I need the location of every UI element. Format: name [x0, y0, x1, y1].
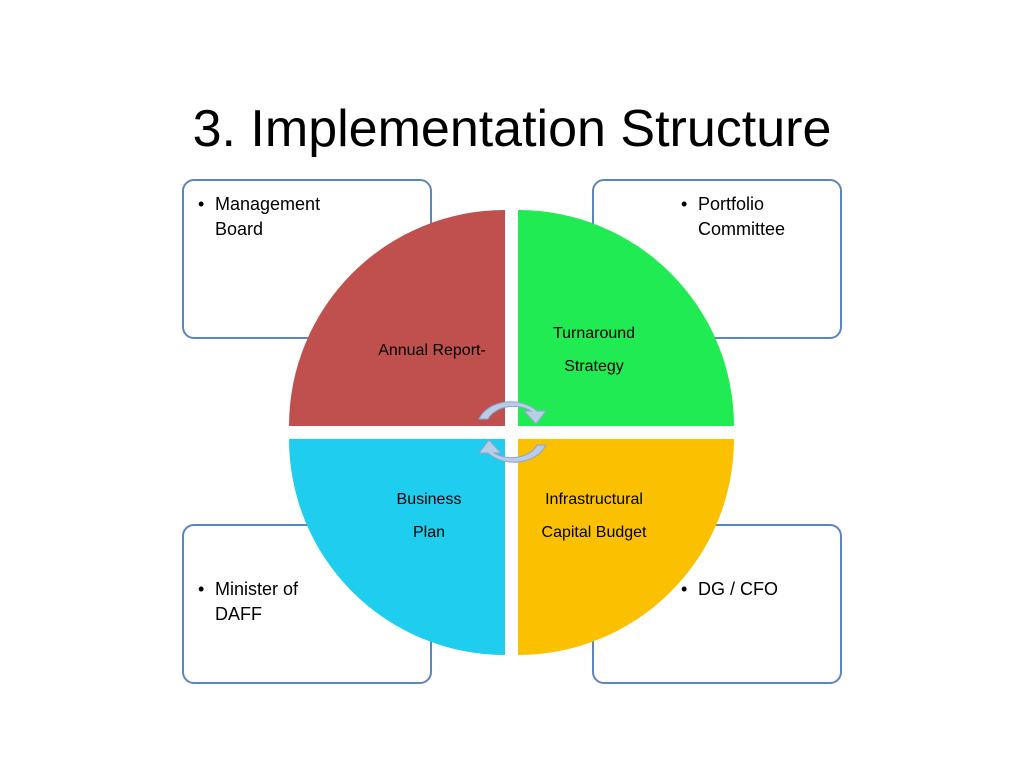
bullet-text: Minister of DAFF — [215, 579, 299, 624]
label-line: Annual Report- — [378, 342, 486, 359]
bullet-management-board: • Management Board — [198, 192, 363, 242]
bullet-text: DG / CFO — [698, 579, 778, 599]
label-line: Infrastructural — [545, 491, 643, 508]
bullet-icon: • — [198, 579, 205, 599]
upper-cycle-arrow-icon — [478, 401, 548, 425]
bullet-icon: • — [198, 194, 205, 214]
label-infrastructural-capital-budget: Infrastructural Capital Budget — [514, 483, 674, 549]
slide-title: 3. Implementation Structure — [192, 99, 832, 158]
bullet-dg-cfo: • DG / CFO — [681, 577, 831, 602]
bullet-icon: • — [681, 194, 688, 214]
bullet-portfolio-committee: • Portfolio Committee — [681, 192, 831, 242]
label-line: Turnaround — [552, 325, 636, 342]
bullet-minister-of-daff: • Minister of DAFF — [198, 577, 338, 627]
quadrant-turnaround-strategy — [518, 210, 734, 426]
label-turnaround-strategy: Turnaround Strategy — [524, 317, 664, 383]
label-line: Plan — [412, 524, 446, 541]
quadrant-infrastructural-capital-budget — [518, 439, 734, 655]
bullet-text: Management Board — [215, 194, 321, 239]
bullet-text: Portfolio Committee — [698, 194, 786, 239]
label-annual-report: Annual Report- — [352, 334, 512, 367]
label-line: Business — [396, 491, 462, 508]
bullet-icon: • — [681, 579, 688, 599]
quadrant-annual-report — [289, 210, 505, 426]
lower-cycle-arrow-icon — [477, 439, 547, 463]
label-line: Strategy — [564, 358, 624, 375]
quadrant-business-plan — [289, 439, 505, 655]
label-business-plan: Business Plan — [369, 483, 489, 549]
label-line: Capital Budget — [541, 524, 647, 541]
circular-arrows-icon — [477, 401, 548, 463]
